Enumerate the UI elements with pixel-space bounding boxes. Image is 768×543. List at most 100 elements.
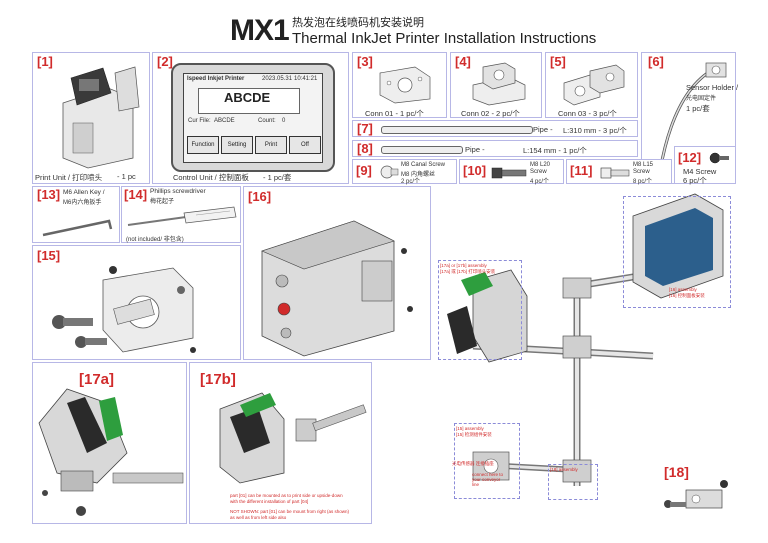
part-1-panel: [1] Print Unit / 打印喷头 - 1 pc xyxy=(32,52,150,184)
asm-17-label: [17a] or [17b] assembly xyxy=(440,263,487,268)
part-8-number: [8] xyxy=(357,141,373,156)
note-line-3: NOT SHOWN: part [01] can be mount from r… xyxy=(230,509,349,514)
print-preview xyxy=(198,88,300,114)
m8-l20-screw-icon xyxy=(491,167,527,179)
part-6-number: [6] xyxy=(648,54,664,69)
sensor-holder-drawing xyxy=(658,62,727,172)
count-label: Count: xyxy=(258,118,276,124)
part-7-panel: [7] Pipe - L:310 mm - 3 pc/个 xyxy=(352,120,638,137)
part-7-spec: L:310 mm - 3 pc/个 xyxy=(563,126,627,135)
step-17b-number: [17b] xyxy=(200,371,236,388)
step-17a-drawing xyxy=(38,388,184,516)
step-17b-drawing xyxy=(219,392,367,484)
part-7-number: [7] xyxy=(357,121,373,136)
part-4-panel: [4] Conn 02 - 2 pc/个 xyxy=(450,52,542,118)
step-15-panel: [15] xyxy=(32,245,241,360)
step-17b-panel: [17b] part [01] can be mounted as to pri… xyxy=(189,362,372,524)
part-10-label2: Screw xyxy=(530,169,547,175)
part-6-qty: 1 pc/套 xyxy=(686,104,710,113)
part-14-label-cn: 梅花起子 xyxy=(150,199,175,205)
part-12-label: M4 Screw xyxy=(683,167,717,176)
part-2-label: Control Unit / 控制面板 xyxy=(173,173,249,182)
step-16-number: [16] xyxy=(248,189,272,204)
connect-label-en: connect here to your conveyor line xyxy=(472,472,504,487)
screen-time: 10:41:21 xyxy=(294,76,318,82)
cur-file-label: Cur File: xyxy=(188,118,211,124)
part-11-qty: 8 pc/个 xyxy=(633,179,653,185)
count-value: 0 xyxy=(282,118,286,124)
asm-17-box xyxy=(438,260,522,360)
asm-15-label: [15] assembly xyxy=(456,426,484,431)
part-13-label-cn: M6内六角扳手 xyxy=(63,200,102,206)
function-button[interactable]: Function xyxy=(187,136,219,154)
asm-16-box xyxy=(623,196,731,308)
step-18-drawing xyxy=(664,480,728,509)
part-1-label: Print Unit / 打印喷头 xyxy=(35,173,103,182)
print-preview-text: ABCDE xyxy=(224,90,271,105)
conn-01-drawing xyxy=(379,66,431,104)
pipe-154-drawing xyxy=(381,146,463,154)
part-10-qty: 4 pc/个 xyxy=(530,179,550,185)
step-17a-number: [17a] xyxy=(79,371,115,388)
m4-screw-icon xyxy=(709,152,729,164)
note-line-4: as well as from left side also xyxy=(230,515,287,520)
part-9-panel: [9] M8 Canal Screw M8 内角螺丝 2 pc/个 xyxy=(352,159,457,185)
part-14-label-en: Phillips screwdriver xyxy=(150,188,206,195)
pipe-310-drawing xyxy=(381,126,533,134)
part-6-label-cn: 光电固定件 xyxy=(686,96,717,102)
part-11-panel: [11] M8 L15 Screw 8 pc/个 xyxy=(566,159,672,185)
part-5-label: Conn 03 - 3 pc/个 xyxy=(558,109,617,118)
part-14-note: (not included/ 非包含) xyxy=(126,237,184,243)
allen-key-drawing xyxy=(42,219,113,237)
screen-date: 2023.05.31 xyxy=(262,76,293,82)
part-10-label1: M8 L20 xyxy=(530,162,551,168)
setting-button[interactable]: Setting xyxy=(221,136,253,154)
part-1-number: [1] xyxy=(37,54,53,69)
part-9-qty: 2 pc/个 xyxy=(401,179,421,185)
asm-18-label: [18] assembly xyxy=(550,467,578,472)
off-button[interactable]: Off xyxy=(289,136,321,154)
part-7-label: Pipe - xyxy=(533,125,553,134)
step-15-number: [15] xyxy=(37,248,61,263)
part-2-qty: - 1 pc/套 xyxy=(263,173,292,182)
part-8-panel: [8] Pipe - L:154 mm - 1 pc/个 xyxy=(352,140,638,157)
part-3-panel: [3] Conn 01 - 1 pc/个 xyxy=(352,52,447,118)
part-3-number: [3] xyxy=(357,54,373,69)
part-13-panel: [13] M6 Allen Key / M6内六角扳手 xyxy=(32,186,120,243)
print-button[interactable]: Print xyxy=(255,136,287,154)
part-11-label1: M8 L15 xyxy=(633,162,654,168)
part-11-label2: Screw xyxy=(633,169,650,175)
part-4-number: [4] xyxy=(455,54,471,69)
part-12-number: [12] xyxy=(678,150,702,165)
asm-16-label-b: [16] 控制面板安装 xyxy=(669,293,705,298)
note-line-2: with the different installation of part … xyxy=(230,499,309,504)
main-assembly-drawing xyxy=(447,193,724,486)
asm-15-box xyxy=(454,423,520,499)
canal-screw-icon xyxy=(380,165,399,179)
part-12-panel: [12] M4 Screw 6 pc/个 xyxy=(674,146,736,185)
step-17a-panel: [17a] xyxy=(32,362,187,524)
part-14-panel: [14] Phillips screwdriver 梅花起子 (not incl… xyxy=(121,186,241,243)
step-18-number: [18] xyxy=(664,464,689,480)
part-14-number: [14] xyxy=(124,187,148,202)
part-8-label: Pipe - xyxy=(465,145,485,154)
screwdriver-drawing xyxy=(127,206,237,226)
part-9-label-cn: M8 内角螺丝 xyxy=(401,172,436,178)
title-chinese: 热发泡在线喷码机安装说明 xyxy=(292,17,424,29)
part-13-number: [13] xyxy=(37,187,61,202)
control-unit-body: Ispeed Inkjet Printer 2023.05.31 10:41:2… xyxy=(171,63,335,172)
part-10-number: [10] xyxy=(463,163,487,178)
conn-03-drawing xyxy=(563,64,625,106)
part-8-spec: L:154 mm - 1 pc/个 xyxy=(523,146,587,155)
part-3-label: Conn 01 - 1 pc/个 xyxy=(365,109,424,118)
part-5-number: [5] xyxy=(550,54,566,69)
asm-15-label-cn: [15] 检测组件安装 xyxy=(456,432,492,437)
connect-label-cn: 光电传感器 连接插座 xyxy=(452,461,494,466)
step-16-panel: [16] xyxy=(243,186,431,360)
part-2-number: [2] xyxy=(157,54,173,69)
part-11-number: [11] xyxy=(570,163,593,178)
asm-17-label-cn: [17a] 或 [17b] 打印喷头安装 xyxy=(440,269,496,274)
part-9-label-en: M8 Canal Screw xyxy=(401,162,446,168)
part-9-number: [9] xyxy=(356,163,372,178)
part-2-panel: [2] Ispeed Inkjet Printer 2023.05.31 10:… xyxy=(152,52,349,184)
